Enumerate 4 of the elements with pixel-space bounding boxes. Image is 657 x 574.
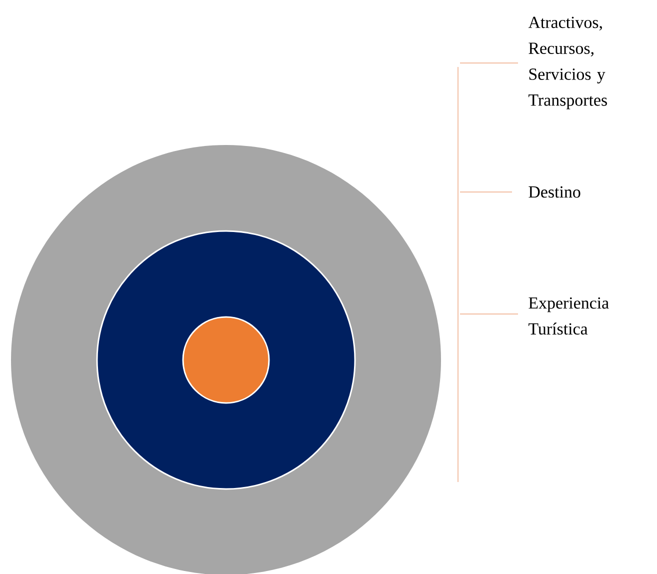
label: Atractivos, Recursos, Servicios y Transportes <box>528 16 607 110</box>
label: Destino <box>528 186 580 198</box>
circle <box>182 316 270 404</box>
label: Experiencia Turística <box>528 297 609 335</box>
